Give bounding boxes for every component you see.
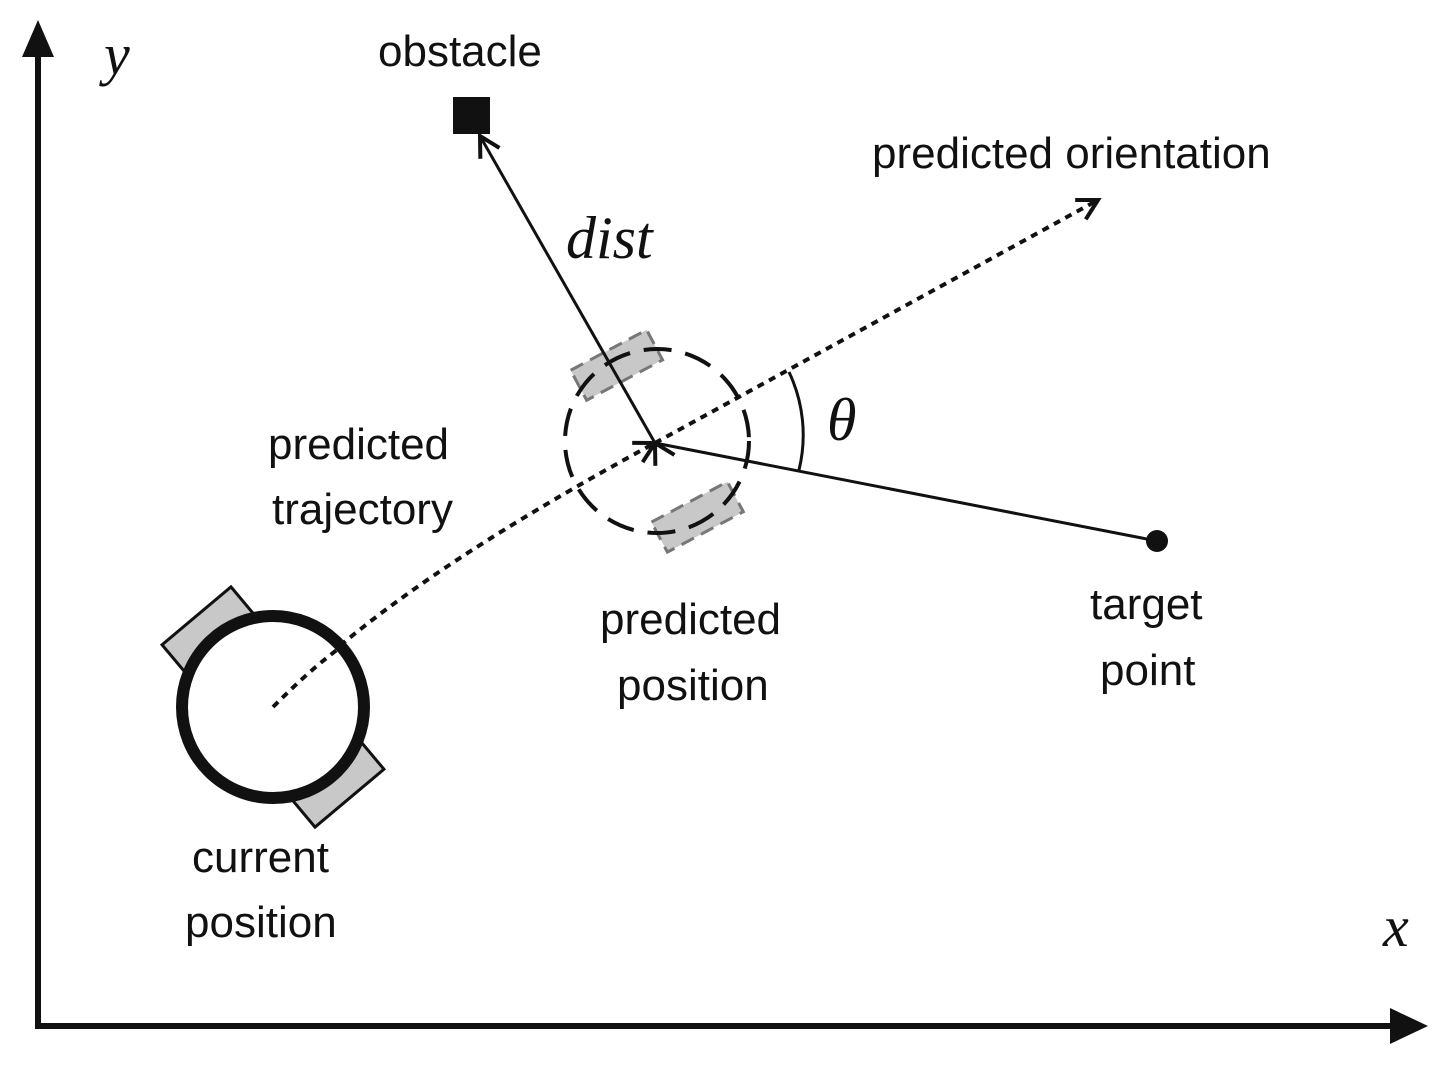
obstacle-square (453, 97, 490, 134)
dist-label: dist (566, 205, 654, 271)
target-point-dot (1146, 530, 1168, 552)
obstacle-label: obstacle (378, 27, 542, 76)
distance-line (480, 136, 655, 443)
target-direction-line (654, 441, 1158, 543)
predicted-trajectory-label-line2: trajectory (272, 485, 453, 534)
y-axis-arrowhead (22, 20, 54, 57)
y-axis-label: y (99, 22, 130, 87)
predicted-wheel-bottom (649, 479, 746, 555)
predicted-position-label-line1: predicted (600, 595, 781, 644)
predicted-orientation-arrow (654, 200, 1098, 445)
predicted-trajectory-label-line1: predicted (268, 420, 449, 469)
predicted-orientation-label: predicted orientation (872, 129, 1271, 178)
target-point-label-line2: point (1100, 646, 1195, 695)
x-axis-label: x (1382, 894, 1409, 959)
y-axis (22, 20, 54, 1026)
predicted-wheel-top (568, 327, 665, 403)
theta-label: θ (827, 387, 856, 453)
current-position-label-line2: position (185, 898, 337, 947)
target-point-label-line1: target (1090, 580, 1203, 629)
x-axis-arrowhead (1390, 1008, 1428, 1044)
x-axis (35, 1008, 1428, 1044)
theta-angle-arc (787, 371, 805, 471)
predicted-trajectory-curve (271, 443, 655, 709)
current-position-label-line1: current (192, 833, 329, 882)
predicted-position-label-line2: position (617, 661, 769, 710)
